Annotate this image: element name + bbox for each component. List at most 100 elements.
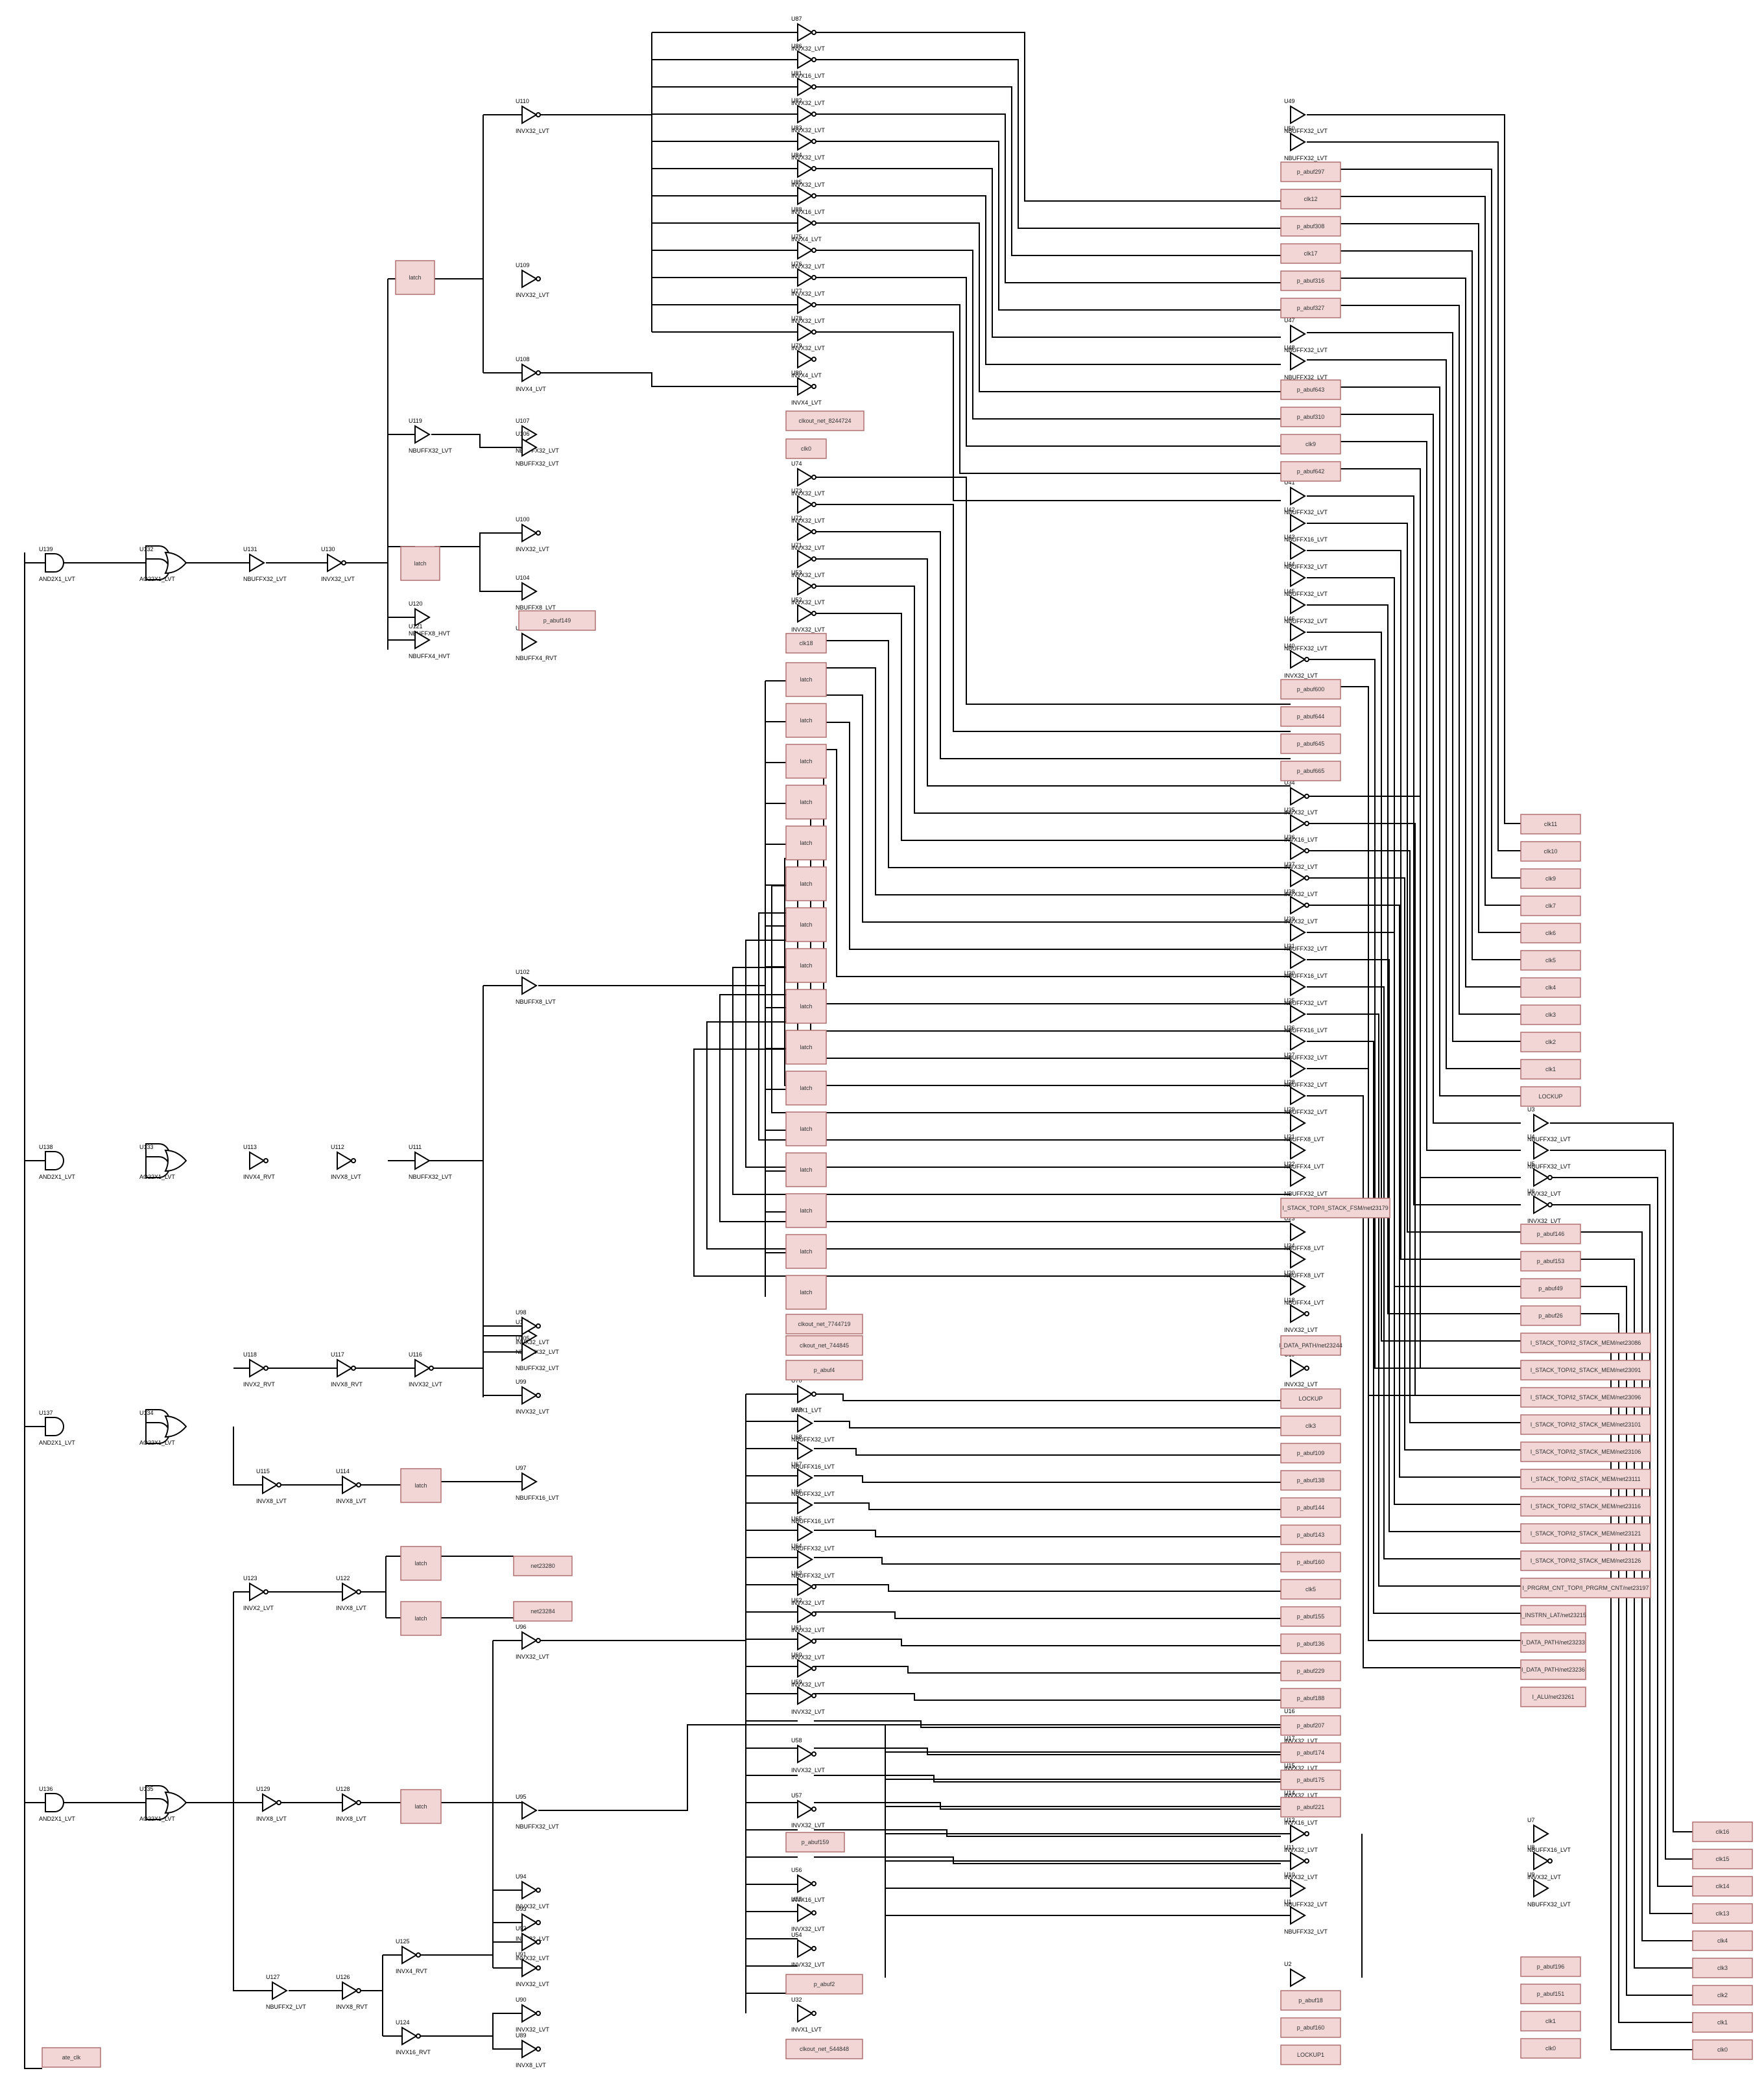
port-box[interactable]: clk2 <box>1520 1032 1581 1052</box>
port-box[interactable]: p_abuf308 <box>1280 216 1341 237</box>
port-box[interactable]: p_abuf297 <box>1280 161 1341 182</box>
port-box[interactable]: clk12 <box>1280 189 1341 209</box>
port-box[interactable]: p_abuf600 <box>1280 679 1341 700</box>
port-box[interactable]: clk17 <box>1280 243 1341 264</box>
port-box[interactable]: net23280 <box>513 1556 573 1576</box>
port-box[interactable]: I_STACK_TOP/I2_STACK_MEM/net23121 <box>1520 1523 1651 1544</box>
port-box[interactable]: I_STACK_TOP/I_STACK_FSM/net23179 <box>1280 1198 1390 1218</box>
port-box[interactable]: p_abuf188 <box>1280 1688 1341 1709</box>
port-box[interactable]: p_abuf174 <box>1280 1742 1341 1763</box>
port-box[interactable]: clk4 <box>1692 1930 1753 1951</box>
port-box[interactable]: latch <box>400 1789 442 1824</box>
port-box[interactable]: clk5 <box>1520 950 1581 971</box>
port-box[interactable]: net23284 <box>513 1601 573 1622</box>
port-box[interactable]: latch <box>785 1275 827 1310</box>
port-box[interactable]: p_abuf149 <box>518 610 596 631</box>
port-box[interactable]: clk15 <box>1692 1849 1753 1869</box>
port-box[interactable]: latch <box>785 989 827 1024</box>
port-box[interactable]: p_abuf159 <box>785 1832 845 1853</box>
port-box[interactable]: p_abuf143 <box>1280 1524 1341 1545</box>
port-box[interactable]: clk18 <box>785 633 827 654</box>
port-box[interactable]: p_abuf643 <box>1280 379 1341 400</box>
port-box[interactable]: clk0 <box>785 438 827 459</box>
port-box[interactable]: p_abuf175 <box>1280 1770 1341 1790</box>
gate-u19[interactable]: U19INVX32_LVT <box>1284 1351 1318 1388</box>
port-box[interactable]: p_abuf153 <box>1520 1251 1581 1272</box>
port-box[interactable]: clk3 <box>1520 1004 1581 1025</box>
port-box[interactable]: p_abuf26 <box>1520 1305 1581 1326</box>
port-box[interactable]: latch <box>400 1546 442 1581</box>
port-box[interactable]: p_abuf207 <box>1280 1715 1341 1736</box>
port-box[interactable]: p_abuf109 <box>1280 1443 1341 1463</box>
port-box[interactable]: latch <box>400 546 440 581</box>
port-box[interactable]: latch <box>785 1111 827 1146</box>
port-box[interactable]: I_STACK_TOP/I2_STACK_MEM/net23101 <box>1520 1414 1651 1435</box>
port-box[interactable]: clk2 <box>1692 1985 1753 2006</box>
port-box[interactable]: p_abuf160 <box>1280 1552 1341 1572</box>
port-box[interactable]: I_STACK_TOP/I2_STACK_MEM/net23111 <box>1520 1469 1651 1489</box>
port-box[interactable]: latch <box>785 1234 827 1269</box>
port-box[interactable]: p_abuf642 <box>1280 461 1341 482</box>
port-box[interactable]: p_abuf136 <box>1280 1633 1341 1654</box>
port-box[interactable]: clkout_net_7744719 <box>785 1314 863 1334</box>
port-box[interactable]: p_abuf221 <box>1280 1797 1341 1818</box>
port-box[interactable]: latch <box>395 260 435 295</box>
port-box[interactable]: I_DATA_PATH/net23244 <box>1279 1335 1342 1356</box>
port-box[interactable]: p_abuf151 <box>1520 1984 1581 2004</box>
port-box[interactable]: I_INSTRN_LAT/net23215 <box>1520 1605 1586 1626</box>
port-box[interactable]: clkout_net_744845 <box>785 1335 863 1356</box>
port-box[interactable]: p_abuf4 <box>785 1360 863 1380</box>
port-box[interactable]: clk14 <box>1692 1876 1753 1897</box>
port-box[interactable]: p_abuf138 <box>1280 1470 1341 1491</box>
